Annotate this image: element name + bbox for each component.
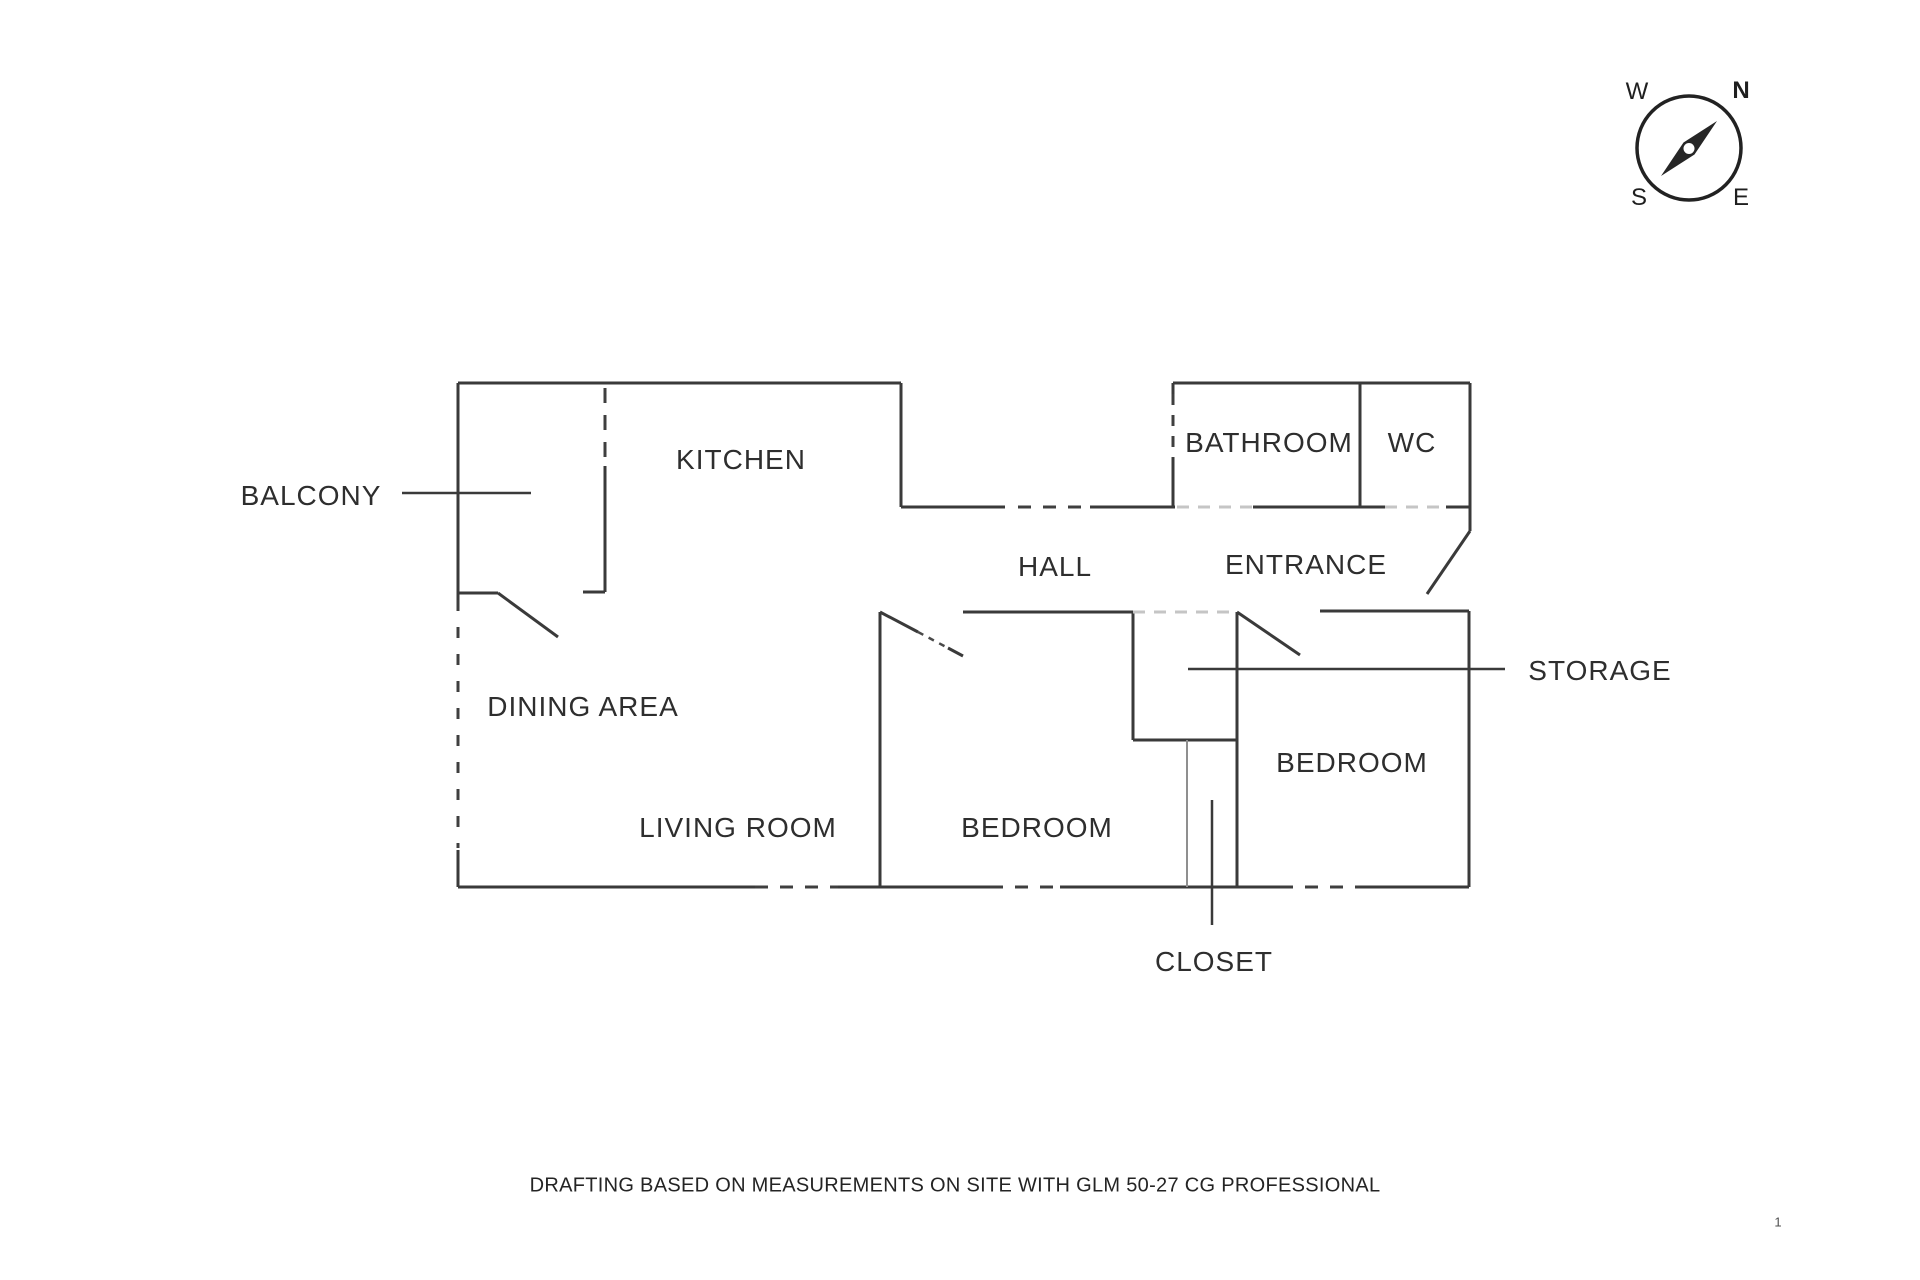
door-openings-light [1133,505,1446,614]
page-number: 1 [1774,1214,1782,1230]
compass-north-label: N [1732,77,1750,104]
compass-east-label: E [1732,184,1750,211]
room-label-dining-area: DINING AREA [487,691,679,722]
room-label-bedroom-right: BEDROOM [1276,747,1428,778]
room-label-living-room: LIVING ROOM [639,812,837,843]
room-label-hall: HALL [1017,551,1093,582]
room-label-entrance: ENTRANCE [1224,549,1388,580]
room-label-closet: CLOSET [1154,946,1274,977]
walls-solid [456,381,1472,889]
room-label-bathroom: BATHROOM [1185,427,1353,458]
room-label-storage: STORAGE [1528,655,1672,686]
room-label-kitchen: KITCHEN [676,444,806,475]
drafting-note: DRAFTING BASED ON MEASUREMENTS ON SITE W… [529,1174,1381,1197]
compass-south-label: S [1630,184,1648,211]
room-label-wc: WC [1387,427,1437,458]
compass-rose-icon [1635,94,1743,202]
room-label-bedroom-middle: BEDROOM [961,812,1113,843]
leader-lines [402,491,1505,925]
walls-dashed-openings [456,388,1360,889]
compass-west-label: W [1625,78,1649,105]
room-label-balcony: BALCONY [240,480,382,511]
